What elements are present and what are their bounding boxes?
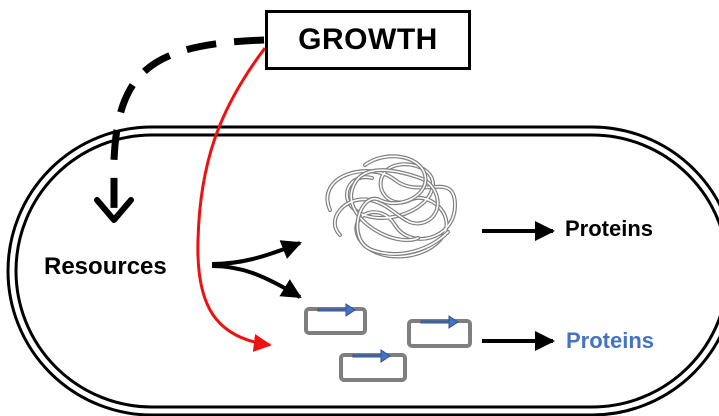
chromosome-tangle bbox=[325, 154, 457, 259]
host-proteins-label: Proteins bbox=[565, 216, 654, 241]
gene-arrow-1 bbox=[317, 303, 356, 317]
plasmid-1 bbox=[304, 303, 367, 335]
cell-membrane bbox=[6, 125, 719, 416]
plasmid-3 bbox=[339, 349, 407, 382]
gene-arrow-3 bbox=[352, 349, 391, 363]
growth-box: GROWTH bbox=[265, 10, 471, 70]
plasmid-proteins-label: Proteins bbox=[566, 328, 655, 353]
gene-arrow-2 bbox=[420, 315, 459, 329]
resources-fork-arrows bbox=[211, 240, 302, 299]
growth-label: GROWTH bbox=[298, 23, 438, 56]
resources-label: Resources bbox=[44, 253, 167, 280]
growth-to-plasmid-arrow bbox=[196, 47, 272, 352]
plasmid-2 bbox=[407, 315, 472, 348]
growth-to-resources-arrow bbox=[94, 36, 265, 223]
